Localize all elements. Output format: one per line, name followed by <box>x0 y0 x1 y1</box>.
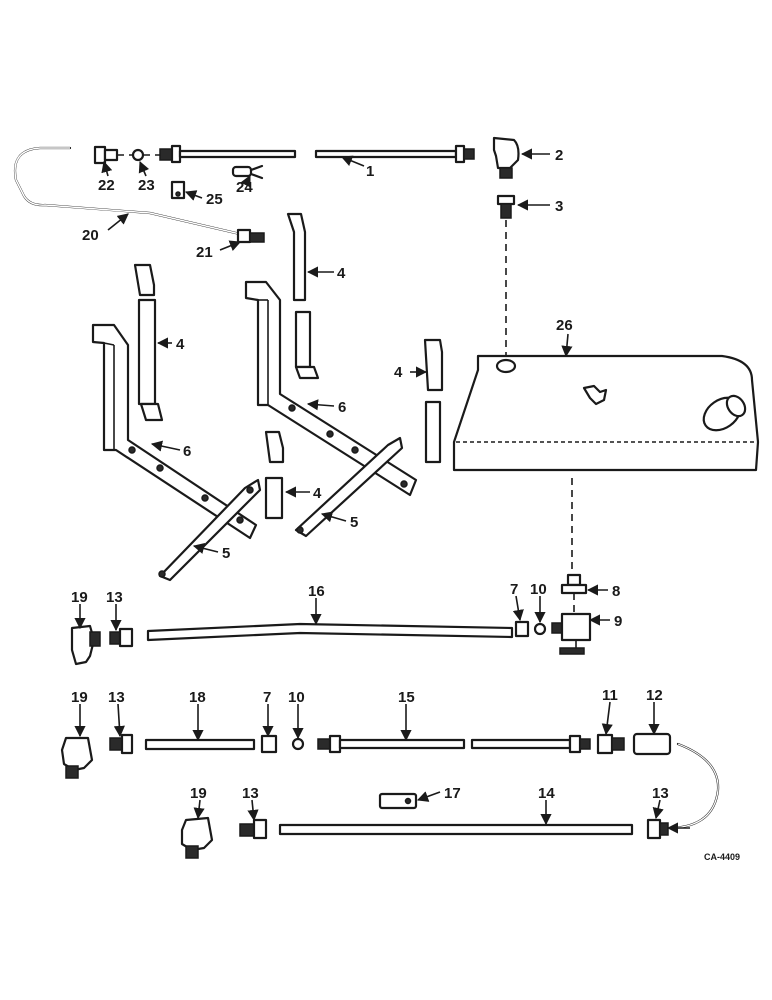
elbow-part-19-a <box>70 624 101 666</box>
callout-13-c: 13 <box>242 785 259 802</box>
nut-part-7-b <box>260 734 278 754</box>
frame-part-6-right <box>244 280 418 497</box>
callout-8: 8 <box>612 583 620 600</box>
strap-part-4-left <box>133 263 164 422</box>
fitting-part-21 <box>236 228 265 244</box>
callout-22: 22 <box>98 177 115 194</box>
fitting-part-13-d <box>646 818 669 840</box>
fuel-line-part-14 <box>278 823 634 836</box>
callout-2: 2 <box>555 147 563 164</box>
strap-part-4-right <box>423 338 444 464</box>
callout-19-c: 19 <box>190 785 207 802</box>
fuel-line-part-16 <box>146 622 514 642</box>
callout-24: 24 <box>236 179 253 196</box>
shutoff-valve-part-9 <box>551 612 592 655</box>
washer-part-10-b <box>291 737 305 751</box>
clip-part-24 <box>231 164 264 180</box>
fuel-line-part-18 <box>144 738 256 751</box>
callout-13-d: 13 <box>652 785 669 802</box>
drawing-code: CA-4409 <box>704 852 740 862</box>
coupler-part-12 <box>632 732 672 756</box>
fitting-part-3 <box>496 194 516 219</box>
callout-23: 23 <box>138 177 155 194</box>
nut-part-7-a <box>514 620 530 638</box>
callout-10-b: 10 <box>288 689 305 706</box>
callout-15: 15 <box>398 689 415 706</box>
callout-16: 16 <box>308 583 325 600</box>
callout-18: 18 <box>189 689 206 706</box>
washer-part-23 <box>131 148 145 162</box>
brace-part-5-left <box>158 478 262 582</box>
callout-3: 3 <box>555 198 563 215</box>
fuel-line-part-20 <box>13 146 242 236</box>
fuel-tank-part-26 <box>452 354 760 472</box>
elbow-part-2 <box>492 136 520 179</box>
fuel-line-part-1 <box>159 144 475 164</box>
callout-4-left: 4 <box>176 336 185 353</box>
callout-26: 26 <box>556 317 573 334</box>
clip-part-17 <box>378 792 418 810</box>
callout-6-right: 6 <box>338 399 346 416</box>
strap-part-4-center-bottom <box>264 430 285 520</box>
bracket-part-25 <box>170 180 186 200</box>
callout-12: 12 <box>646 687 663 704</box>
fitting-part-11 <box>596 733 625 755</box>
callout-17: 17 <box>444 785 461 802</box>
fitting-part-13-a <box>109 627 134 648</box>
callout-14: 14 <box>538 785 555 802</box>
elbow-part-19-b <box>60 736 94 779</box>
callout-13-b: 13 <box>108 689 125 706</box>
fuel-line-part-15 <box>317 734 591 754</box>
fitting-part-8 <box>560 573 588 595</box>
callout-5-right: 5 <box>350 514 358 531</box>
fitting-part-22 <box>93 145 119 165</box>
tank-cap <box>702 394 747 432</box>
elbow-part-19-c <box>180 816 214 859</box>
callout-10-a: 10 <box>530 581 547 598</box>
callout-labels: 1 2 3 22 23 24 25 20 21 4 4 4 4 6 6 5 5 … <box>71 147 740 862</box>
callout-4-center-top: 4 <box>337 265 346 282</box>
callout-19-a: 19 <box>71 589 88 606</box>
fitting-part-13-c <box>239 818 268 840</box>
strap-part-4-center-top <box>286 212 320 380</box>
callout-4-center-bottom: 4 <box>313 485 322 502</box>
callout-13-a: 13 <box>106 589 123 606</box>
callout-4-right: 4 <box>394 364 403 381</box>
leader-lines <box>74 148 690 834</box>
callout-6-left: 6 <box>183 443 191 460</box>
callout-7-b: 7 <box>263 689 271 706</box>
callout-21: 21 <box>196 244 213 261</box>
frame-part-6-left <box>91 323 258 540</box>
fitting-part-13-b <box>109 733 134 755</box>
callout-11: 11 <box>602 687 618 704</box>
callout-5-left: 5 <box>222 545 230 562</box>
callout-9: 9 <box>614 613 622 630</box>
callout-25: 25 <box>206 191 223 208</box>
callout-7-a: 7 <box>510 581 518 598</box>
callout-1: 1 <box>366 163 374 180</box>
washer-part-10-a <box>533 622 547 636</box>
callout-19-b: 19 <box>71 689 88 706</box>
callout-20: 20 <box>82 227 99 244</box>
